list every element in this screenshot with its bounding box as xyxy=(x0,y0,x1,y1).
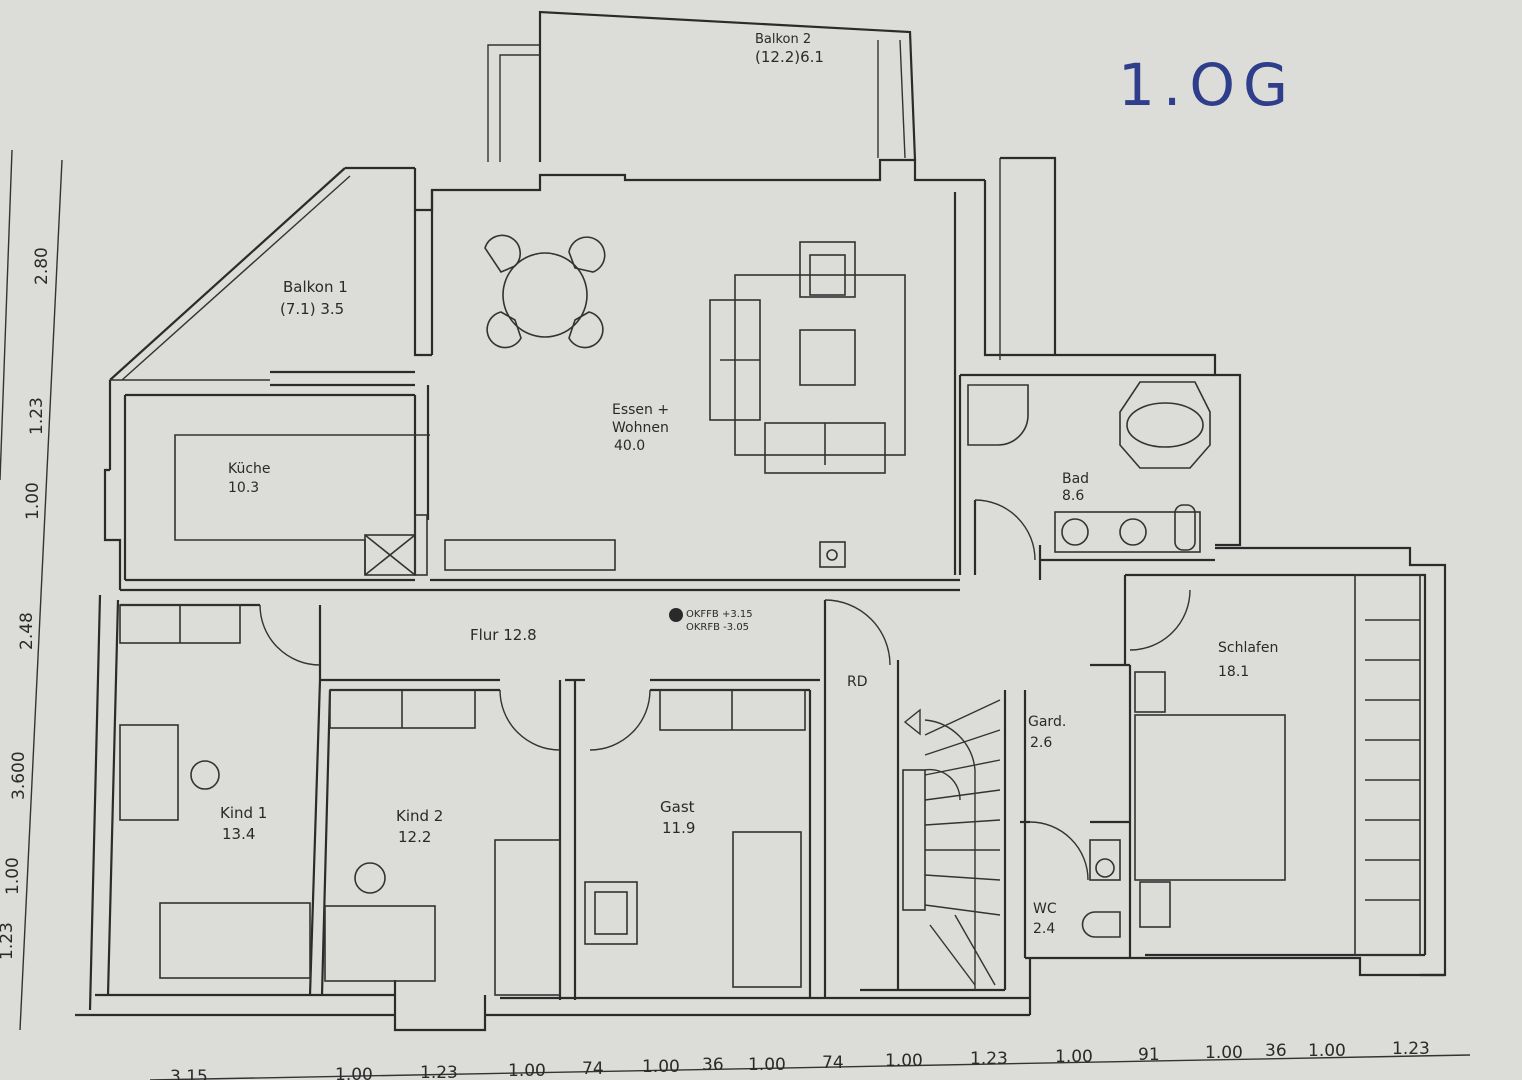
left-dimension-chain: 2.80 1.23 1.00 2.48 3.600 1.00 1.23 xyxy=(0,149,63,1031)
essen-wohnen-name-1: Essen + xyxy=(612,402,669,418)
balkon-1-area: (7.1) 3.5 xyxy=(280,300,344,318)
dim-bottom-3: 1.23 xyxy=(420,1063,458,1080)
flur-label: Flur 12.8 xyxy=(470,626,537,644)
wc-name: WC xyxy=(1033,901,1057,917)
dining-table-icon xyxy=(484,234,606,349)
rd-label: RD xyxy=(847,674,868,690)
dim-bottom-1: 3.15 xyxy=(170,1067,208,1080)
dim-left-2: 1.23 xyxy=(27,397,47,435)
dim-left-1: 2.80 xyxy=(32,247,52,285)
dim-bottom-14: 1.00 xyxy=(1205,1043,1243,1063)
outer-walls xyxy=(75,156,1447,1032)
staircase-icon xyxy=(902,699,1001,990)
bottom-dimension-chain: 3.15 1.00 1.23 1.00 74 1.00 36 1.00 74 1… xyxy=(149,1039,1471,1080)
gard-name: Gard. xyxy=(1028,714,1066,730)
schlafen-area: 18.1 xyxy=(1218,664,1249,680)
dim-left-3: 1.00 xyxy=(23,482,43,520)
dim-bottom-12: 1.00 xyxy=(1055,1047,1093,1067)
dim-left-7: 1.23 xyxy=(0,922,17,960)
interior-walls xyxy=(120,385,1215,1000)
schlafen-name: Schlafen xyxy=(1218,640,1278,656)
wc-area: 2.4 xyxy=(1033,921,1055,937)
gard-area: 2.6 xyxy=(1030,735,1052,751)
wardrobe-icon xyxy=(1354,574,1421,956)
sofa-group-icon xyxy=(709,241,906,474)
dim-bottom-16: 1.00 xyxy=(1308,1041,1346,1061)
essen-wohnen-name-2: Wohnen xyxy=(612,420,669,436)
dim-left-5: 3.600 xyxy=(9,751,29,800)
kind-2-area: 12.2 xyxy=(398,828,431,846)
children-room-furniture-icon xyxy=(119,604,561,996)
dim-bottom-2: 1.00 xyxy=(335,1065,373,1080)
bad-area: 8.6 xyxy=(1062,488,1084,504)
gast-area: 11.9 xyxy=(662,819,695,837)
floor-label: 1.OG xyxy=(1118,51,1296,119)
kind-1-area: 13.4 xyxy=(222,825,255,843)
dim-bottom-8: 1.00 xyxy=(748,1055,786,1075)
balkon-1-name: Balkon 1 xyxy=(283,278,348,296)
essen-wohnen-area: 40.0 xyxy=(614,438,645,454)
balkon-2-area: (12.2)6.1 xyxy=(755,48,824,66)
dim-bottom-5: 74 xyxy=(582,1059,604,1079)
kind-1-name: Kind 1 xyxy=(220,804,267,822)
dim-bottom-11: 1.23 xyxy=(970,1049,1008,1069)
dim-left-6: 1.00 xyxy=(3,857,23,895)
balkon-2-outline xyxy=(487,10,917,162)
dim-bottom-13: 91 xyxy=(1138,1045,1160,1065)
bathroom-fixtures-icon xyxy=(967,381,1211,553)
dim-bottom-9: 74 xyxy=(822,1053,844,1073)
guest-room-furniture-icon xyxy=(584,689,806,988)
dim-bottom-7: 36 xyxy=(702,1055,724,1075)
level-marker-icon xyxy=(669,608,683,622)
balkon-2-name: Balkon 2 xyxy=(755,32,811,47)
kueche-name: Küche xyxy=(228,461,271,477)
double-bed-icon xyxy=(1134,671,1286,928)
gast-name: Gast xyxy=(660,798,695,816)
kind-2-name: Kind 2 xyxy=(396,807,443,825)
dim-bottom-4: 1.00 xyxy=(508,1061,546,1080)
dim-bottom-6: 1.00 xyxy=(642,1057,680,1077)
dim-bottom-10: 1.00 xyxy=(885,1051,923,1071)
dim-bottom-17: 1.23 xyxy=(1392,1039,1430,1059)
toilet-icon xyxy=(1081,839,1121,938)
kueche-area: 10.3 xyxy=(228,480,259,496)
door-swings xyxy=(259,499,1191,881)
level-okrfb: OKRFB -3.05 xyxy=(686,622,749,633)
dim-left-4: 2.48 xyxy=(17,612,37,650)
bad-name: Bad xyxy=(1062,471,1089,487)
dim-bottom-15: 36 xyxy=(1265,1041,1287,1061)
room-labels: Balkon 2 (12.2)6.1 Balkon 1 (7.1) 3.5 Es… xyxy=(220,32,1278,937)
balkon-1-outline xyxy=(108,166,415,470)
level-okffb: OKFFB +3.15 xyxy=(686,609,753,620)
